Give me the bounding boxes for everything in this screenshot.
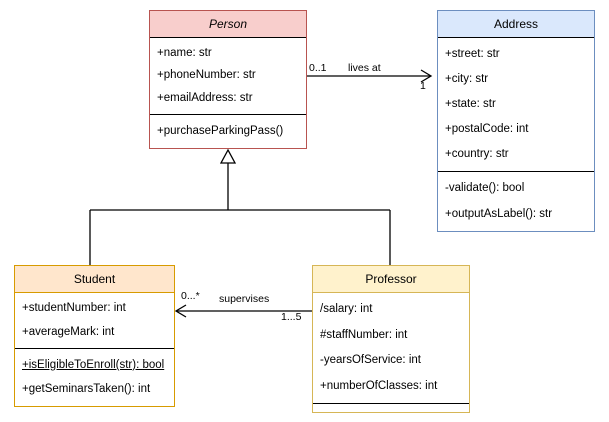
uml-attribute: #staffNumber: int xyxy=(320,328,408,341)
uml-class-student[interactable]: Student +studentNumber: int +averageMark… xyxy=(14,265,175,407)
uml-method: +getSeminarsTaken(): int xyxy=(22,383,151,396)
uml-attribute: /salary: int xyxy=(320,303,373,316)
uml-class-professor[interactable]: Professor /salary: int #staffNumber: int… xyxy=(312,265,470,413)
uml-attribute: +averageMark: int xyxy=(22,325,115,338)
uml-class-address-title: Address xyxy=(438,11,594,38)
multiplicity-address-lives-at: 1 xyxy=(420,80,426,92)
uml-class-student-attributes: +studentNumber: int +averageMark: int xyxy=(15,293,174,348)
multiplicity-person-lives-at: 0..1 xyxy=(309,62,327,74)
uml-class-person-attributes: +name: str +phoneNumber: str +emailAddre… xyxy=(150,38,306,114)
uml-class-address-methods: -validate(): bool +outputAsLabel(): str xyxy=(438,171,594,231)
uml-attribute: +street: str xyxy=(445,48,500,60)
uml-attribute: +emailAddress: str xyxy=(157,92,253,105)
uml-class-person-methods: +purchaseParkingPass() xyxy=(150,114,306,148)
uml-attribute: -yearsOfService: int xyxy=(320,354,421,367)
uml-method-static: +isEligibleToEnroll(str): bool xyxy=(22,358,165,371)
uml-method: +outputAsLabel(): str xyxy=(445,207,553,220)
uml-class-professor-attributes: /salary: int #staffNumber: int -yearsOfS… xyxy=(313,293,469,403)
uml-class-address-attributes: +street: str +city: str +state: str +pos… xyxy=(438,38,594,171)
uml-attribute: +country: str xyxy=(445,148,509,160)
generalization-tree xyxy=(89,148,391,265)
multiplicity-professor-supervises: 1...5 xyxy=(281,311,302,323)
uml-attribute: +numberOfClasses: int xyxy=(320,379,438,392)
uml-class-professor-title: Professor xyxy=(313,266,469,293)
uml-attribute: +phoneNumber: str xyxy=(157,69,256,82)
uml-class-person[interactable]: Person +name: str +phoneNumber: str +ema… xyxy=(149,10,307,149)
uml-method: -validate(): bool xyxy=(445,182,525,195)
uml-attribute: +name: str xyxy=(157,46,212,59)
uml-attribute: +studentNumber: int xyxy=(22,302,126,315)
uml-attribute: +postalCode: int xyxy=(445,123,529,135)
uml-class-person-title: Person xyxy=(150,11,306,38)
uml-attribute: +city: str xyxy=(445,73,489,85)
association-label-supervises: supervises xyxy=(219,293,270,305)
multiplicity-student-supervises: 0...* xyxy=(181,290,200,302)
uml-class-professor-methods xyxy=(313,403,469,412)
association-label-lives-at: lives at xyxy=(348,62,381,74)
uml-class-student-title: Student xyxy=(15,266,174,293)
uml-attribute: +state: str xyxy=(445,98,496,110)
uml-method: +purchaseParkingPass() xyxy=(157,125,284,137)
uml-class-student-methods: +isEligibleToEnroll(str): bool +getSemin… xyxy=(15,348,174,406)
uml-class-address[interactable]: Address +street: str +city: str +state: … xyxy=(437,10,595,232)
